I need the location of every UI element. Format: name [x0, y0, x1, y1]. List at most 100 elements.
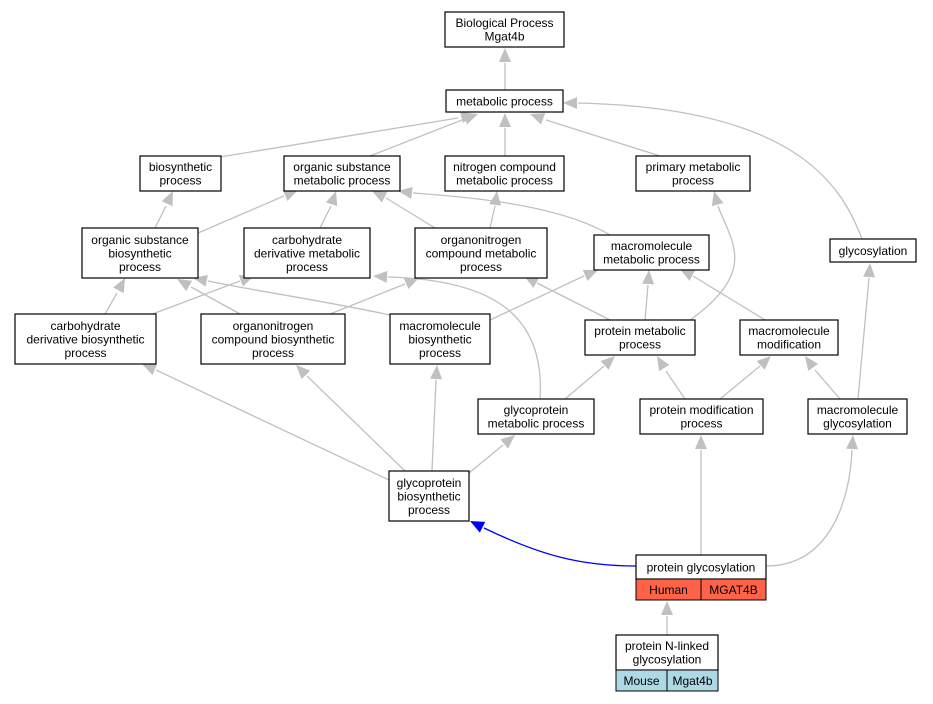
node-label-line: macromolecule	[611, 239, 693, 253]
edge-line	[329, 283, 406, 315]
node-box	[615, 634, 719, 671]
node-metabolic[interactable]: metabolic process	[445, 89, 564, 113]
edge-line	[765, 449, 853, 567]
edge-prot_glyc-to-prot_mod	[695, 435, 707, 555]
node-glycosylation[interactable]: glycosylation	[829, 238, 917, 263]
arrowhead-icon	[161, 191, 173, 207]
node-label-line: organic substance	[91, 233, 189, 247]
arrowhead-icon	[372, 191, 388, 203]
node-label-line: organonitrogen	[233, 319, 314, 333]
edge-line	[857, 277, 870, 400]
node-label-line: macromolecule	[748, 324, 830, 338]
node-label-line: protein metabolic	[594, 324, 685, 338]
node-label-line: glycosylation	[839, 244, 908, 258]
node-label-line: carbohydrate	[272, 233, 342, 247]
edge-line	[489, 275, 585, 321]
edge-prot_glyc-to-glycoprot_bio	[470, 521, 637, 567]
edge-biosynthetic-to-metabolic	[219, 111, 475, 158]
node-label-line: biosynthetic	[108, 246, 171, 260]
edge-primary-to-metabolic	[530, 113, 661, 157]
node-label-line: derivative biosynthetic	[26, 332, 144, 346]
node-label-line: process	[672, 174, 714, 188]
node-box	[445, 89, 564, 113]
node-box	[414, 227, 548, 279]
edge-line	[154, 205, 167, 229]
arrowhead-icon	[756, 356, 771, 370]
edge-line	[719, 365, 761, 400]
edge-glycoprot_met-to-protein_met	[564, 356, 615, 400]
node-label-line: glycoprotein	[397, 476, 462, 490]
node-label-line: nitrogen compound	[453, 160, 556, 174]
edge-glycosylation-to-metabolic	[563, 97, 863, 240]
node-box	[200, 313, 346, 365]
node-label-line: metabolic process	[603, 253, 700, 267]
node-label-line: derivative metabolic	[254, 246, 360, 260]
node-box	[14, 313, 157, 365]
edge-line	[468, 444, 504, 474]
edge-line	[387, 276, 541, 400]
node-label-line: metabolic process	[294, 174, 391, 188]
node-box	[635, 554, 767, 580]
edge-line	[577, 102, 863, 240]
edge-carb_deriv_met-to-org_sub_met	[319, 191, 338, 229]
edge-line	[644, 284, 649, 321]
node-box	[477, 398, 595, 435]
arrowhead-icon	[373, 270, 388, 283]
node-label-line: biosynthetic	[408, 332, 471, 346]
arrowhead-icon	[430, 365, 443, 380]
edge-prot_mod-to-protein_met	[657, 356, 686, 400]
gene-label: Mgat4b	[672, 674, 712, 688]
node-label-line: macromolecule	[399, 319, 481, 333]
edge-org_sub_met-to-metabolic	[369, 113, 478, 157]
node-label-line: process	[408, 503, 450, 517]
node-box	[635, 155, 751, 192]
edge-n_linked-to-prot_glyc	[661, 601, 673, 635]
arrowhead-icon	[661, 601, 673, 615]
node-label-line: primary metabolic	[646, 160, 741, 174]
edge-prot_mod-to-macromol_mod	[719, 356, 771, 400]
arrowhead-icon	[563, 97, 577, 109]
node-label-line: glycosylation	[823, 417, 892, 431]
edge-glycoprot_bio-to-glycoprot_met	[468, 435, 515, 474]
node-box	[584, 319, 696, 356]
edge-macromol_mod-to-macromol_met	[680, 269, 766, 321]
node-label-line: organic substance	[293, 160, 391, 174]
arrowhead-icon	[600, 356, 615, 370]
edge-line	[431, 379, 437, 472]
arrowhead-icon	[500, 435, 515, 449]
node-box	[444, 155, 565, 192]
node-label-line: process	[460, 260, 502, 274]
edge-glycoprot_bio-to-macromol_bio	[430, 365, 443, 472]
arrowhead-icon	[470, 521, 486, 533]
node-label-line: protein modification	[649, 403, 753, 417]
node-label-line: biosynthetic	[149, 160, 212, 174]
edge-glycoprot_met-to-carb_deriv_met	[373, 270, 541, 400]
node-label-line: process	[619, 338, 661, 352]
node-label-line: compound metabolic	[426, 246, 537, 260]
edge-line	[545, 119, 661, 157]
node-label-line: organonitrogen	[441, 233, 522, 247]
node-label-line: process	[419, 346, 461, 360]
arrowhead-icon	[462, 113, 478, 125]
